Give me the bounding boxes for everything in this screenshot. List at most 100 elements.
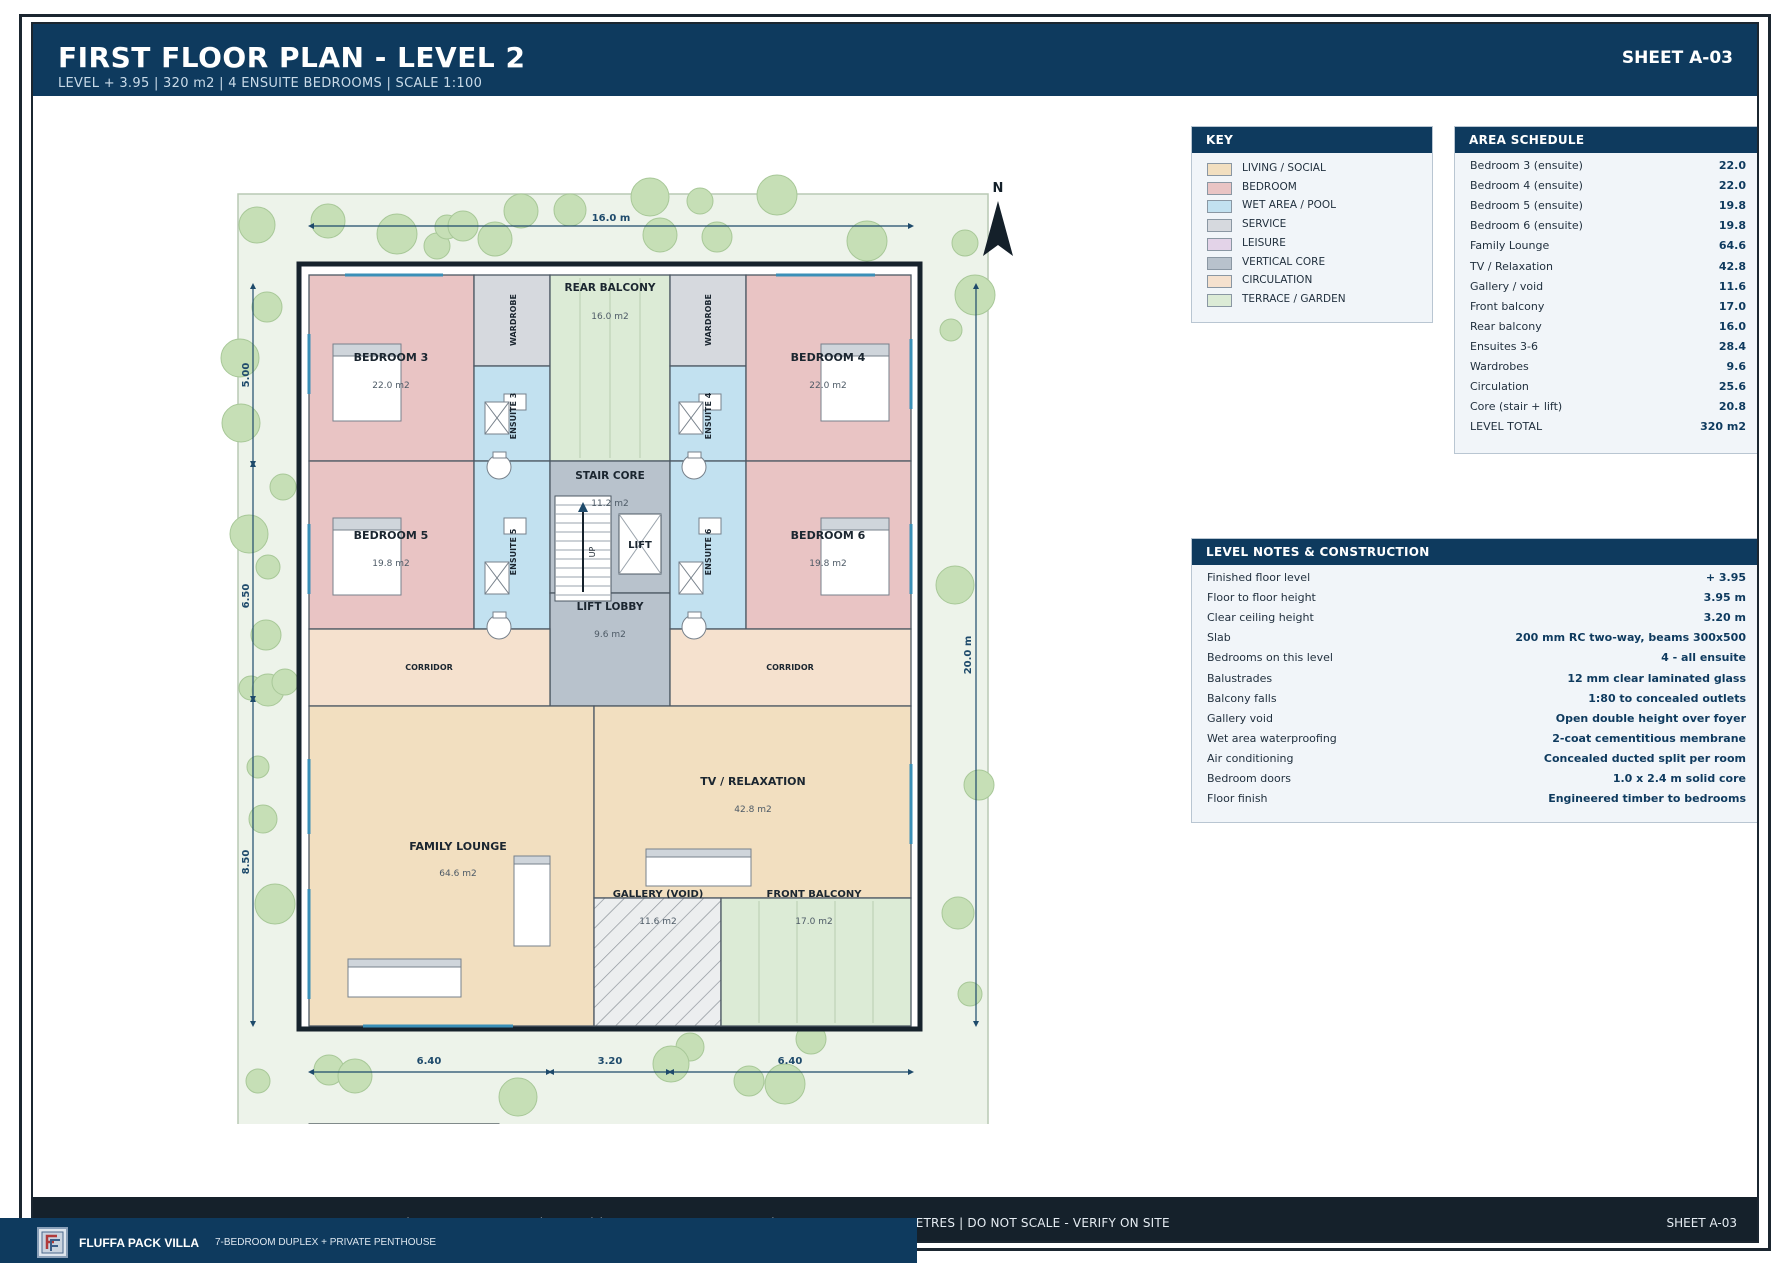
area-bedroom-4: 22.0 m2: [809, 381, 846, 391]
area-row-value: 11.6: [1718, 279, 1746, 293]
north-arrow: N: [983, 181, 1013, 256]
area-family-lounge: 64.6 m2: [439, 869, 476, 879]
furniture: [332, 343, 890, 998]
stair: [554, 495, 612, 602]
area-row-label: Ensuites 3-6: [1470, 339, 1538, 353]
label-family-lounge: FAMILY LOUNGE: [409, 840, 507, 853]
key-label: CIRCULATION: [1242, 274, 1313, 287]
windows: [307, 273, 913, 1028]
dimension-lines: [250, 223, 979, 1075]
bed-bedroom-5: [332, 517, 402, 596]
key-swatch: [1207, 219, 1232, 233]
key-label: SERVICE: [1242, 218, 1287, 231]
note-row-label: Floor finish: [1207, 792, 1268, 806]
dim-left-2: 6.50: [241, 584, 252, 609]
area-row-value: 64.6: [1718, 239, 1746, 253]
label-bedroom-6: BEDROOM 6: [791, 529, 866, 542]
area-row-value: 42.8: [1718, 259, 1746, 273]
note-row-label: Floor to floor height: [1207, 591, 1316, 605]
label-wardrobe-left: WARDROBE: [509, 294, 518, 346]
note-row-value: 3.95 m: [1703, 591, 1746, 605]
room-wardrobe-left: [473, 274, 551, 367]
sheet-number: SHEET A-03: [1621, 48, 1733, 68]
area-bedroom-3: 22.0 m2: [372, 381, 409, 391]
note-row-label: Bedroom doors: [1207, 772, 1291, 785]
note-row-label: Finished floor level: [1207, 571, 1311, 584]
page-subtitle: LEVEL + 3.95 | 320 m2 | 4 ENSUITE BEDROO…: [58, 76, 483, 91]
label-ensuite-5: ENSUITE 5: [509, 528, 518, 575]
label-bedroom-4: BEDROOM 4: [791, 351, 866, 364]
note-row-value: Engineered timber to bedrooms: [1548, 792, 1746, 806]
note-row-label: Clear ceiling height: [1207, 611, 1314, 625]
note-row-label: Air conditioning: [1207, 751, 1294, 765]
area-row-label: LEVEL TOTAL: [1470, 420, 1543, 434]
area-row-value: 28.4: [1718, 339, 1746, 353]
label-ensuite-3: ENSUITE 3: [509, 393, 518, 440]
label-corridor-left: CORRIDOR: [405, 663, 453, 672]
area-gallery: 11.6 m2: [639, 917, 676, 927]
balcony-decking: [579, 278, 874, 1023]
brand-tagline: 7-BEDROOM DUPLEX + PRIVATE PENTHOUSE: [215, 1237, 437, 1248]
area-row-label: Front balcony: [1470, 299, 1545, 313]
area-row-label: Core (stair + lift): [1470, 400, 1563, 414]
key-swatch: [1207, 181, 1232, 195]
area-row-value: 22.0: [1718, 159, 1746, 172]
note-row-label: Slab: [1207, 631, 1231, 645]
room-corridor-right: [669, 628, 912, 707]
key-swatch: [1207, 256, 1232, 270]
drawing-sheet: FIRST FLOOR PLAN - LEVEL 2 LEVEL + 3.95 …: [31, 22, 1759, 1243]
label-tv-relaxation: TV / RELAXATION: [700, 775, 806, 788]
note-row-value: 4 - all ensuite: [1661, 651, 1746, 665]
label-lift-lobby: LIFT LOBBY: [577, 601, 644, 613]
note-row-value: 12 mm clear laminated glass: [1567, 671, 1746, 685]
label-ensuite-6: ENSUITE 6: [704, 528, 713, 575]
key-label: WET AREA / POOL: [1242, 199, 1336, 212]
dim-bottom-3: 6.40: [778, 1056, 803, 1067]
area-row-label: Bedroom 6 (ensuite): [1470, 219, 1583, 233]
room-labels: BEDROOM 3 22.0 m2 BEDROOM 4 22.0 m2 BEDR…: [354, 282, 866, 927]
bed-bedroom-6: [820, 517, 890, 596]
note-row-value: 200 mm RC two-way, beams 300x500: [1515, 631, 1746, 645]
brand-bar: FLUFFA PACK VILLA 7-BEDROOM DUPLEX + PRI…: [0, 1218, 917, 1263]
room-tv-relaxation: [593, 705, 912, 899]
note-row-value: Open double height over foyer: [1555, 711, 1746, 725]
area-row-value: 19.8: [1718, 219, 1746, 233]
area-schedule-title: AREA SCHEDULE: [1455, 127, 1757, 153]
footer-sheet-number: SHEET A-03: [1666, 1216, 1738, 1230]
room-ensuite-6: [669, 460, 747, 630]
note-row-label: Gallery void: [1207, 711, 1273, 725]
brand-logo-icon: [37, 1227, 68, 1258]
area-bedroom-5: 19.8 m2: [372, 559, 409, 569]
label-gallery: GALLERY (VOID): [613, 889, 704, 900]
area-row-value: 17.0: [1718, 299, 1746, 313]
label-corridor-right: CORRIDOR: [766, 663, 814, 672]
area-row-label: TV / Relaxation: [1470, 259, 1553, 273]
console-family-lounge: [513, 855, 551, 947]
area-front-balcony: 17.0 m2: [795, 917, 832, 927]
note-row-label: Wet area waterproofing: [1207, 731, 1337, 745]
note-row-label: Bedrooms on this level: [1207, 651, 1333, 665]
label-bedroom-3: BEDROOM 3: [354, 351, 429, 364]
label-front-balcony: FRONT BALCONY: [767, 889, 863, 900]
key-label: TERRACE / GARDEN: [1242, 292, 1346, 305]
label-wardrobe-right: WARDROBE: [704, 294, 713, 346]
key-label: LEISURE: [1242, 236, 1286, 249]
area-row-value: 22.0: [1718, 179, 1746, 193]
area-row-label: Rear balcony: [1470, 319, 1542, 333]
page-title: FIRST FLOOR PLAN - LEVEL 2: [58, 41, 526, 74]
note-row-value: 1.0 x 2.4 m solid core: [1612, 772, 1746, 785]
area-row-label: Bedroom 5 (ensuite): [1470, 199, 1583, 213]
key-swatch: [1207, 200, 1232, 214]
bed-bedroom-4: [820, 343, 890, 422]
brand-name: FLUFFA PACK VILLA: [79, 1236, 199, 1250]
room-gallery-void: [593, 897, 722, 1027]
key-swatch: [1207, 163, 1232, 176]
area-row-value: 320 m2: [1700, 420, 1746, 434]
room-wardrobe-right: [669, 274, 747, 367]
key-label: LIVING / SOCIAL: [1242, 162, 1326, 174]
level-notes-panel: LEVEL NOTES & CONSTRUCTION Finished floo…: [1191, 538, 1757, 823]
area-row-label: Family Lounge: [1470, 239, 1550, 253]
key-label: BEDROOM: [1242, 180, 1297, 193]
